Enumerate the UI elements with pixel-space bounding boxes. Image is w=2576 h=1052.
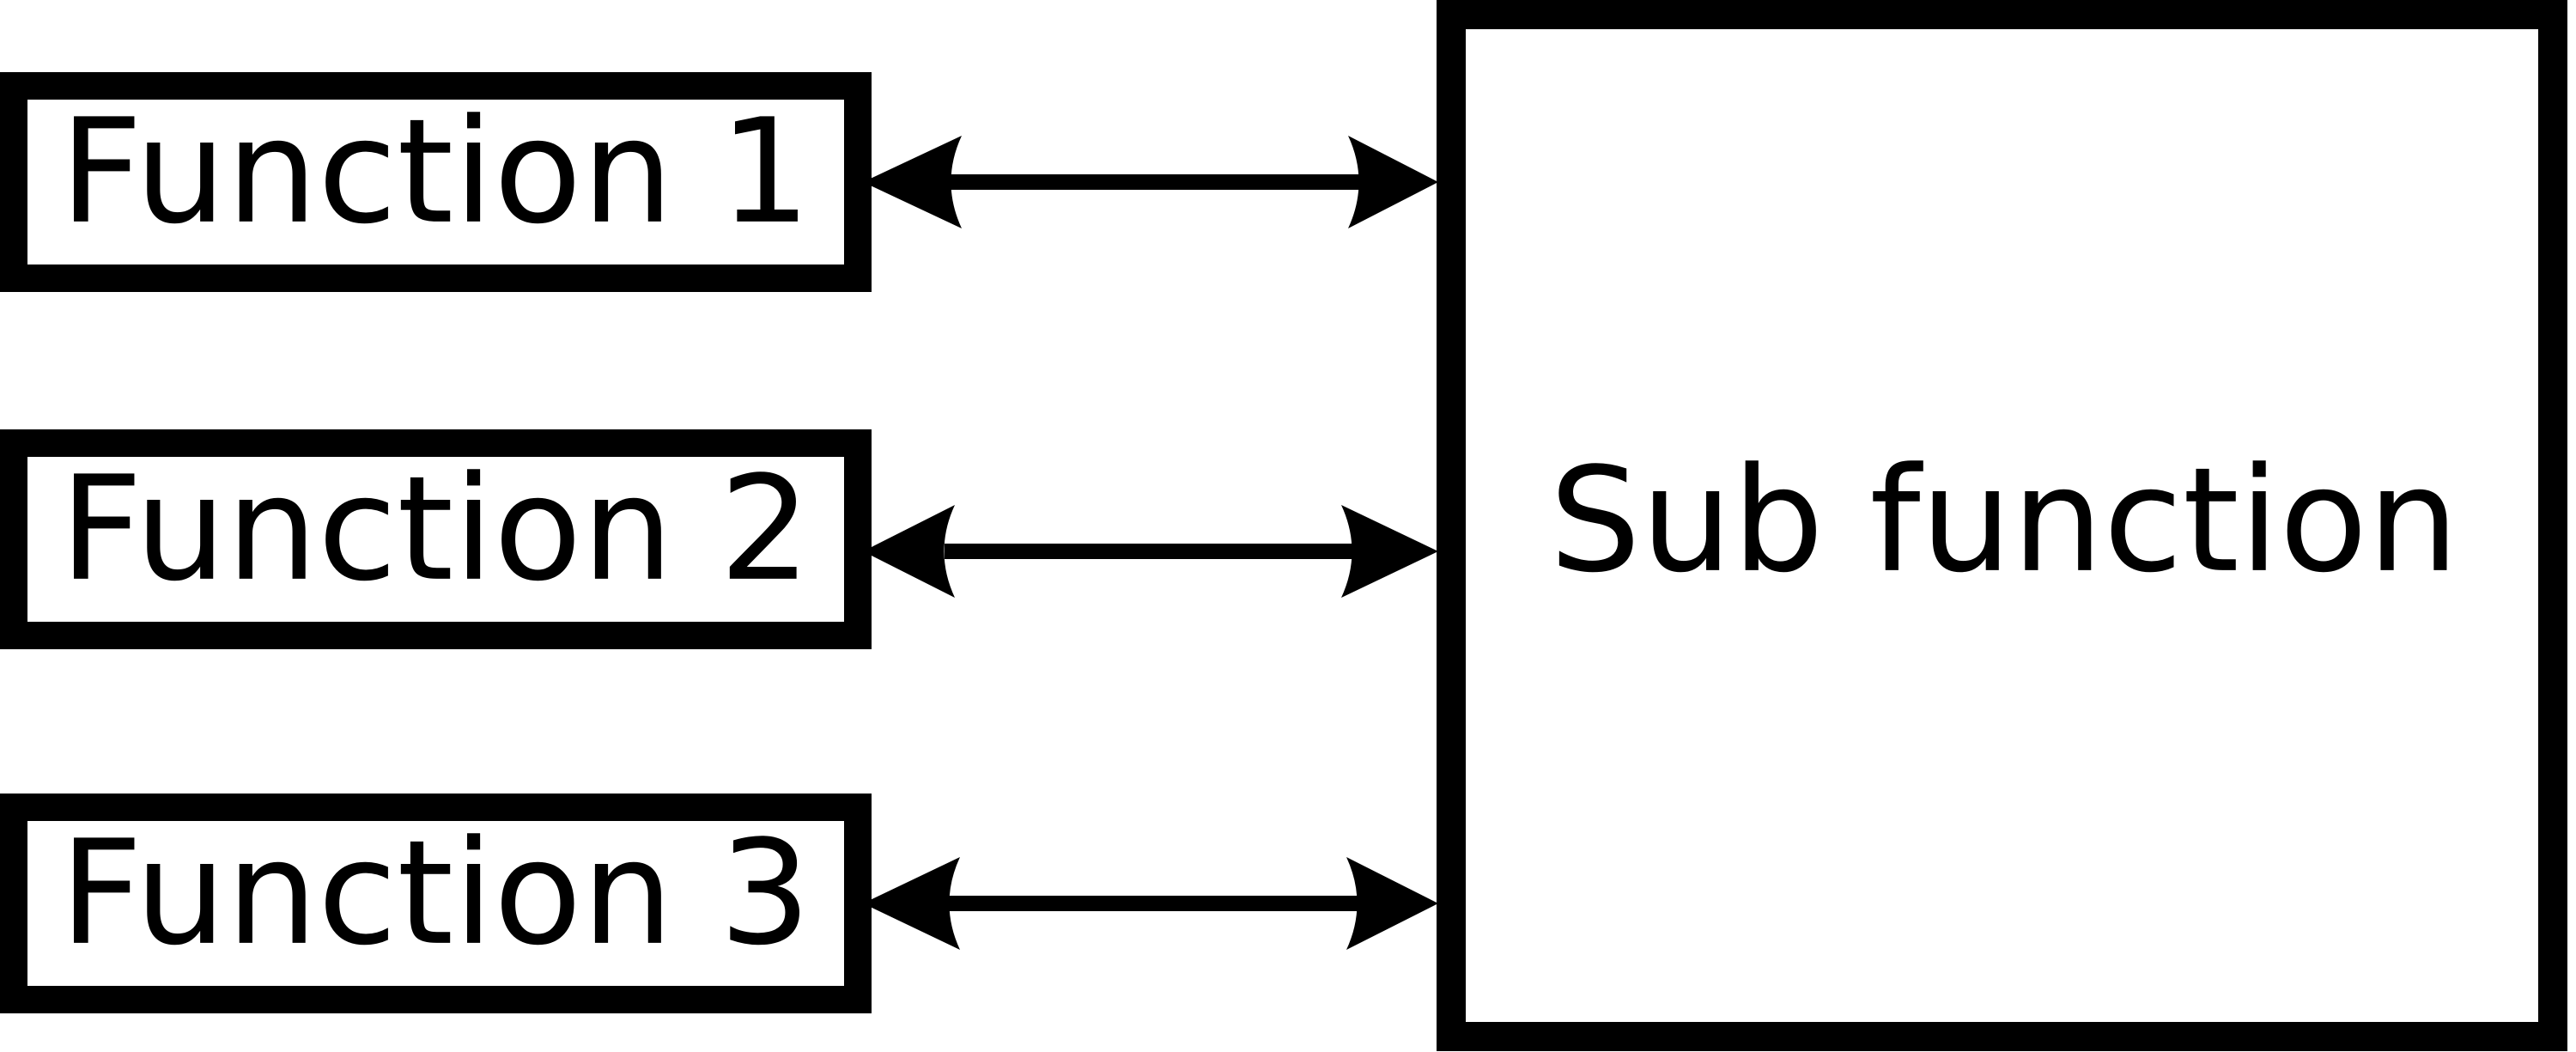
function-2-box — [0, 429, 872, 649]
sub-function-node: Sub function — [1437, 0, 2567, 1051]
arrowhead-right — [1346, 857, 1438, 950]
arrowhead-right — [1341, 505, 1438, 598]
sub-function-box — [1437, 0, 2567, 1051]
function-1-label: Function 1 — [60, 88, 811, 256]
arrowhead-right — [1348, 136, 1438, 228]
arrow-function-1-sub-function — [863, 136, 1438, 228]
arrowhead-left — [863, 857, 960, 950]
function-1-box — [0, 72, 872, 292]
function-1-node: Function 1 — [0, 72, 872, 292]
function-3-node: Function 3 — [0, 794, 872, 1013]
sub-function-label: Sub function — [1549, 436, 2458, 605]
function-2-node: Function 2 — [0, 429, 872, 649]
function-3-label: Function 3 — [60, 809, 811, 977]
arrow-function-2-sub-function — [863, 505, 1438, 598]
arrowhead-left — [863, 136, 962, 228]
function-2-label: Function 2 — [60, 445, 811, 613]
arrowhead-left — [863, 505, 955, 598]
function-3-box — [0, 794, 872, 1013]
arrow-function-3-sub-function — [863, 857, 1438, 950]
